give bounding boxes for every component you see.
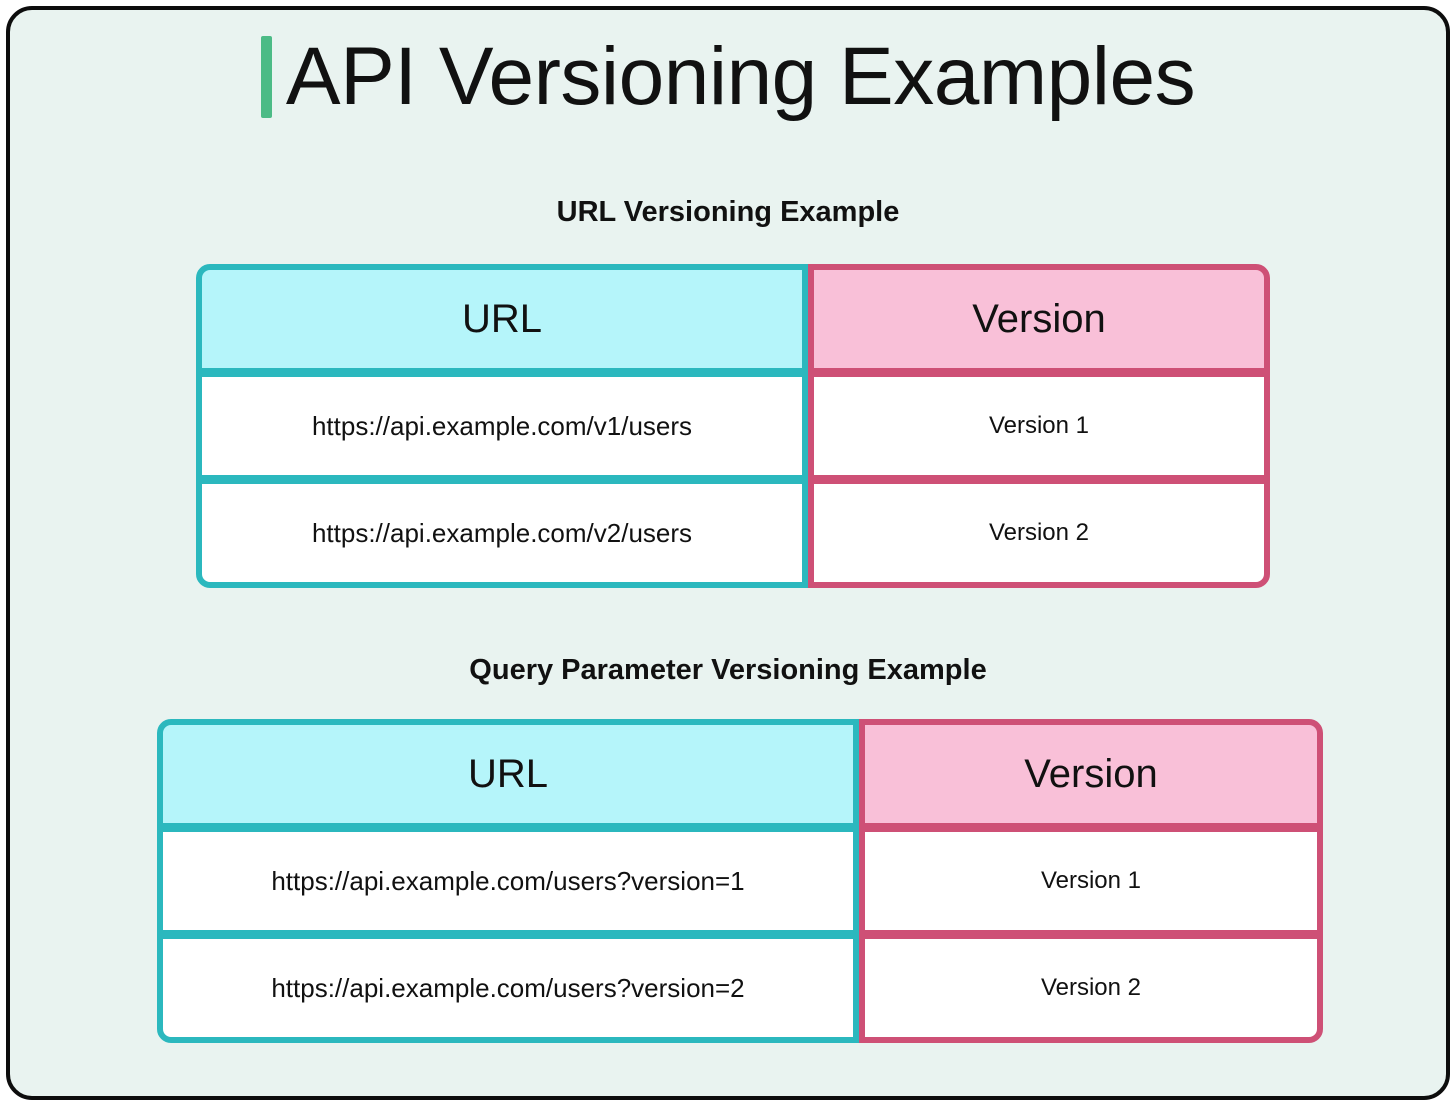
page-title: API Versioning Examples (10, 36, 1446, 118)
table2-version-cell-row2: Version 2 (859, 933, 1323, 1043)
table2-url-cell-row1: https://api.example.com/users?version=1 (157, 826, 859, 936)
title-accent-bar (260, 36, 272, 118)
table2-version-header: Version (859, 719, 1323, 829)
table1-version-cell-row1: Version 1 (808, 371, 1270, 481)
table1-url-header: URL (196, 264, 808, 374)
content-frame: API Versioning Examples URL Versioning E… (6, 6, 1450, 1100)
table1-url-cell-row2: https://api.example.com/v2/users (196, 478, 808, 588)
section-heading-query-parameter-versioning: Query Parameter Versioning Example (469, 654, 987, 686)
table2-url-header: URL (157, 719, 859, 829)
section-heading-url-versioning: URL Versioning Example (556, 196, 900, 228)
table1-url-cell-row1: https://api.example.com/v1/users (196, 371, 808, 481)
table1-version-cell-row2: Version 2 (808, 478, 1270, 588)
page-title-text: API Versioning Examples (285, 31, 1196, 122)
table2-url-column: URL https://api.example.com/users?versio… (157, 719, 859, 1043)
table1-version-header: Version (808, 264, 1270, 374)
table2-version-column: Version Version 1 Version 2 (859, 719, 1323, 1043)
table1-url-column: URL https://api.example.com/v1/users htt… (196, 264, 808, 588)
table2-version-cell-row1: Version 1 (859, 826, 1323, 936)
query-parameter-versioning-table: URL https://api.example.com/users?versio… (157, 719, 1323, 1043)
table1-version-column: Version Version 1 Version 2 (808, 264, 1270, 588)
table2-url-cell-row2: https://api.example.com/users?version=2 (157, 933, 859, 1043)
url-versioning-table: URL https://api.example.com/v1/users htt… (196, 264, 1270, 588)
